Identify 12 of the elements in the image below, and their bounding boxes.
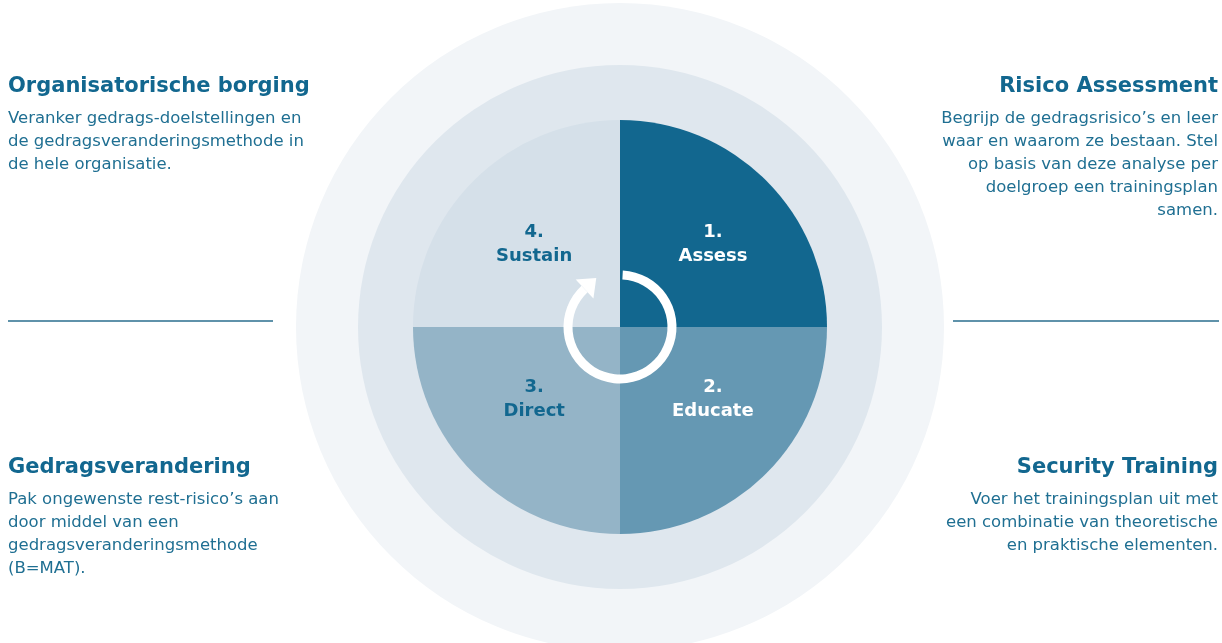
segment-label: 1. Assess <box>678 219 748 267</box>
segment-label: 2. Educate <box>672 374 754 422</box>
section-description: Pak ongewenste rest-risico’s aan door middel van een gedragsveranderingsmethode (B=MAT). <box>8 488 280 579</box>
section-description: Begrijp de gedragsrisico’s en leer waar en waarom ze bestaan. Stel op basis van deze analyse per doelgroep een trainingsplan samen. <box>940 107 1218 221</box>
segment-label: 3. Direct <box>503 374 565 422</box>
section-description: Voer het trainingsplan uit met een combinatie van theoretische en praktische elementen. <box>945 488 1218 556</box>
section-heading: Gedragsverandering <box>8 453 252 479</box>
section-description: Veranker gedrags-doelstellingen en de gedragsveranderingsmethode in de hele organisatie. <box>8 107 305 175</box>
segment-label: 4. Sustain <box>496 219 573 267</box>
section-heading: Organisatorische borging <box>8 72 311 98</box>
section-heading: Security Training <box>1015 453 1218 479</box>
section-heading: Risico Assessment <box>998 72 1218 98</box>
